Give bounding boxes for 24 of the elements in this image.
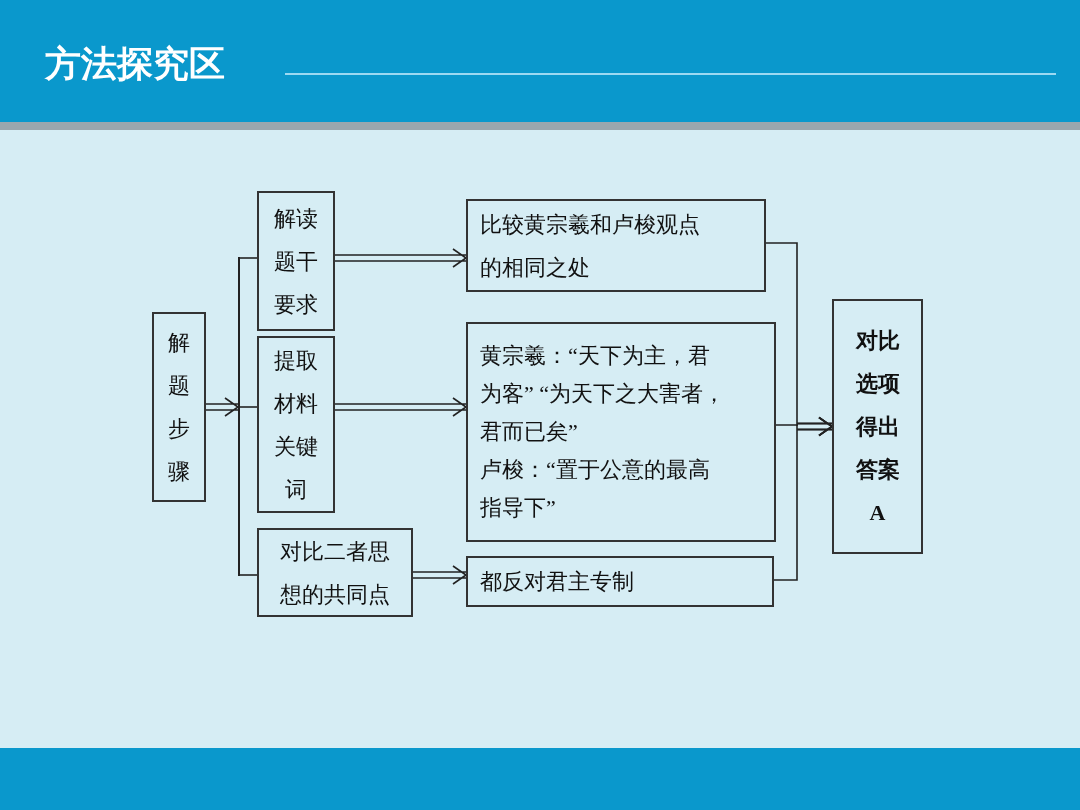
step-box: [152, 312, 206, 502]
arrow: [334, 248, 468, 268]
node-text: 卢梭：“置于公意的最高指导下”: [480, 456, 711, 522]
quote-box: [466, 322, 776, 542]
result-box: [466, 199, 766, 292]
arrow: [205, 397, 240, 417]
arrow: [773, 416, 834, 581]
answer-box: [832, 299, 923, 554]
node-text: 比较黄宗羲和卢梭观点的相同之处: [480, 210, 701, 282]
step-box: [257, 336, 335, 513]
step-box: [257, 528, 413, 617]
arrow: [334, 397, 468, 417]
node-text: 对比二者思想的共同点: [280, 537, 390, 609]
arrow: [412, 565, 468, 585]
result-box: [466, 556, 774, 607]
bracket-line: [238, 257, 240, 576]
node-text: 解题步骤: [168, 329, 190, 486]
node-text: 黄宗羲：“天下为主，君为客” “为天下之大害者，君而已矣”: [480, 342, 727, 446]
node-text: 提取材料关键词: [274, 346, 318, 504]
node-text: 都反对君主专制: [480, 568, 635, 596]
slide-title: 方法探究区: [45, 42, 225, 86]
node-text: 解读题干要求: [274, 204, 318, 319]
step-box: [257, 191, 335, 331]
node-text: 对比选项得出答案A: [855, 327, 900, 527]
